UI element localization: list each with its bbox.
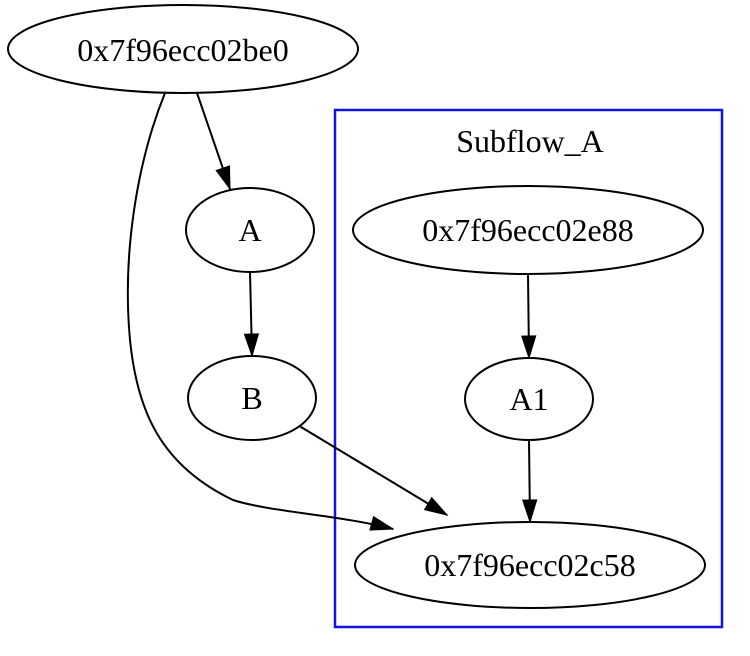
node-b-shape (187, 355, 317, 441)
node-a1: A1 (464, 357, 594, 441)
node-c58: 0x7f96ecc02c58 (354, 521, 706, 609)
node-be0-label: 0x7f96ecc02be0 (77, 32, 288, 68)
node-e88-label: 0x7f96ecc02e88 (422, 212, 633, 248)
node-c58-label: 0x7f96ecc02c58 (424, 547, 635, 583)
node-be0: 0x7f96ecc02be0 (7, 4, 359, 94)
edge-be0-to-a (196, 92, 231, 191)
edge-b-to-c58 (295, 423, 449, 516)
node-b-label: B (241, 380, 262, 416)
subflow-cluster-label: Subflow_A (456, 123, 604, 159)
node-c58-shape (354, 521, 706, 609)
node-e88: 0x7f96ecc02e88 (352, 185, 704, 275)
node-a: A (185, 187, 315, 273)
edge-a1-to-c58 (522, 439, 538, 524)
subflow-cluster-border (333, 108, 724, 629)
node-a-shape (185, 187, 315, 273)
node-e88-shape (352, 185, 704, 275)
node-a-label: A (238, 212, 261, 248)
edge-be0-to-c58 (126, 92, 395, 531)
edge-e88-to-a1 (521, 273, 537, 360)
node-be0-shape (7, 4, 359, 94)
edge-layer (126, 92, 538, 531)
node-a1-shape (464, 357, 594, 441)
node-a1-label: A1 (509, 381, 548, 417)
edge-a-to-b (243, 271, 260, 358)
node-b: B (187, 355, 317, 441)
